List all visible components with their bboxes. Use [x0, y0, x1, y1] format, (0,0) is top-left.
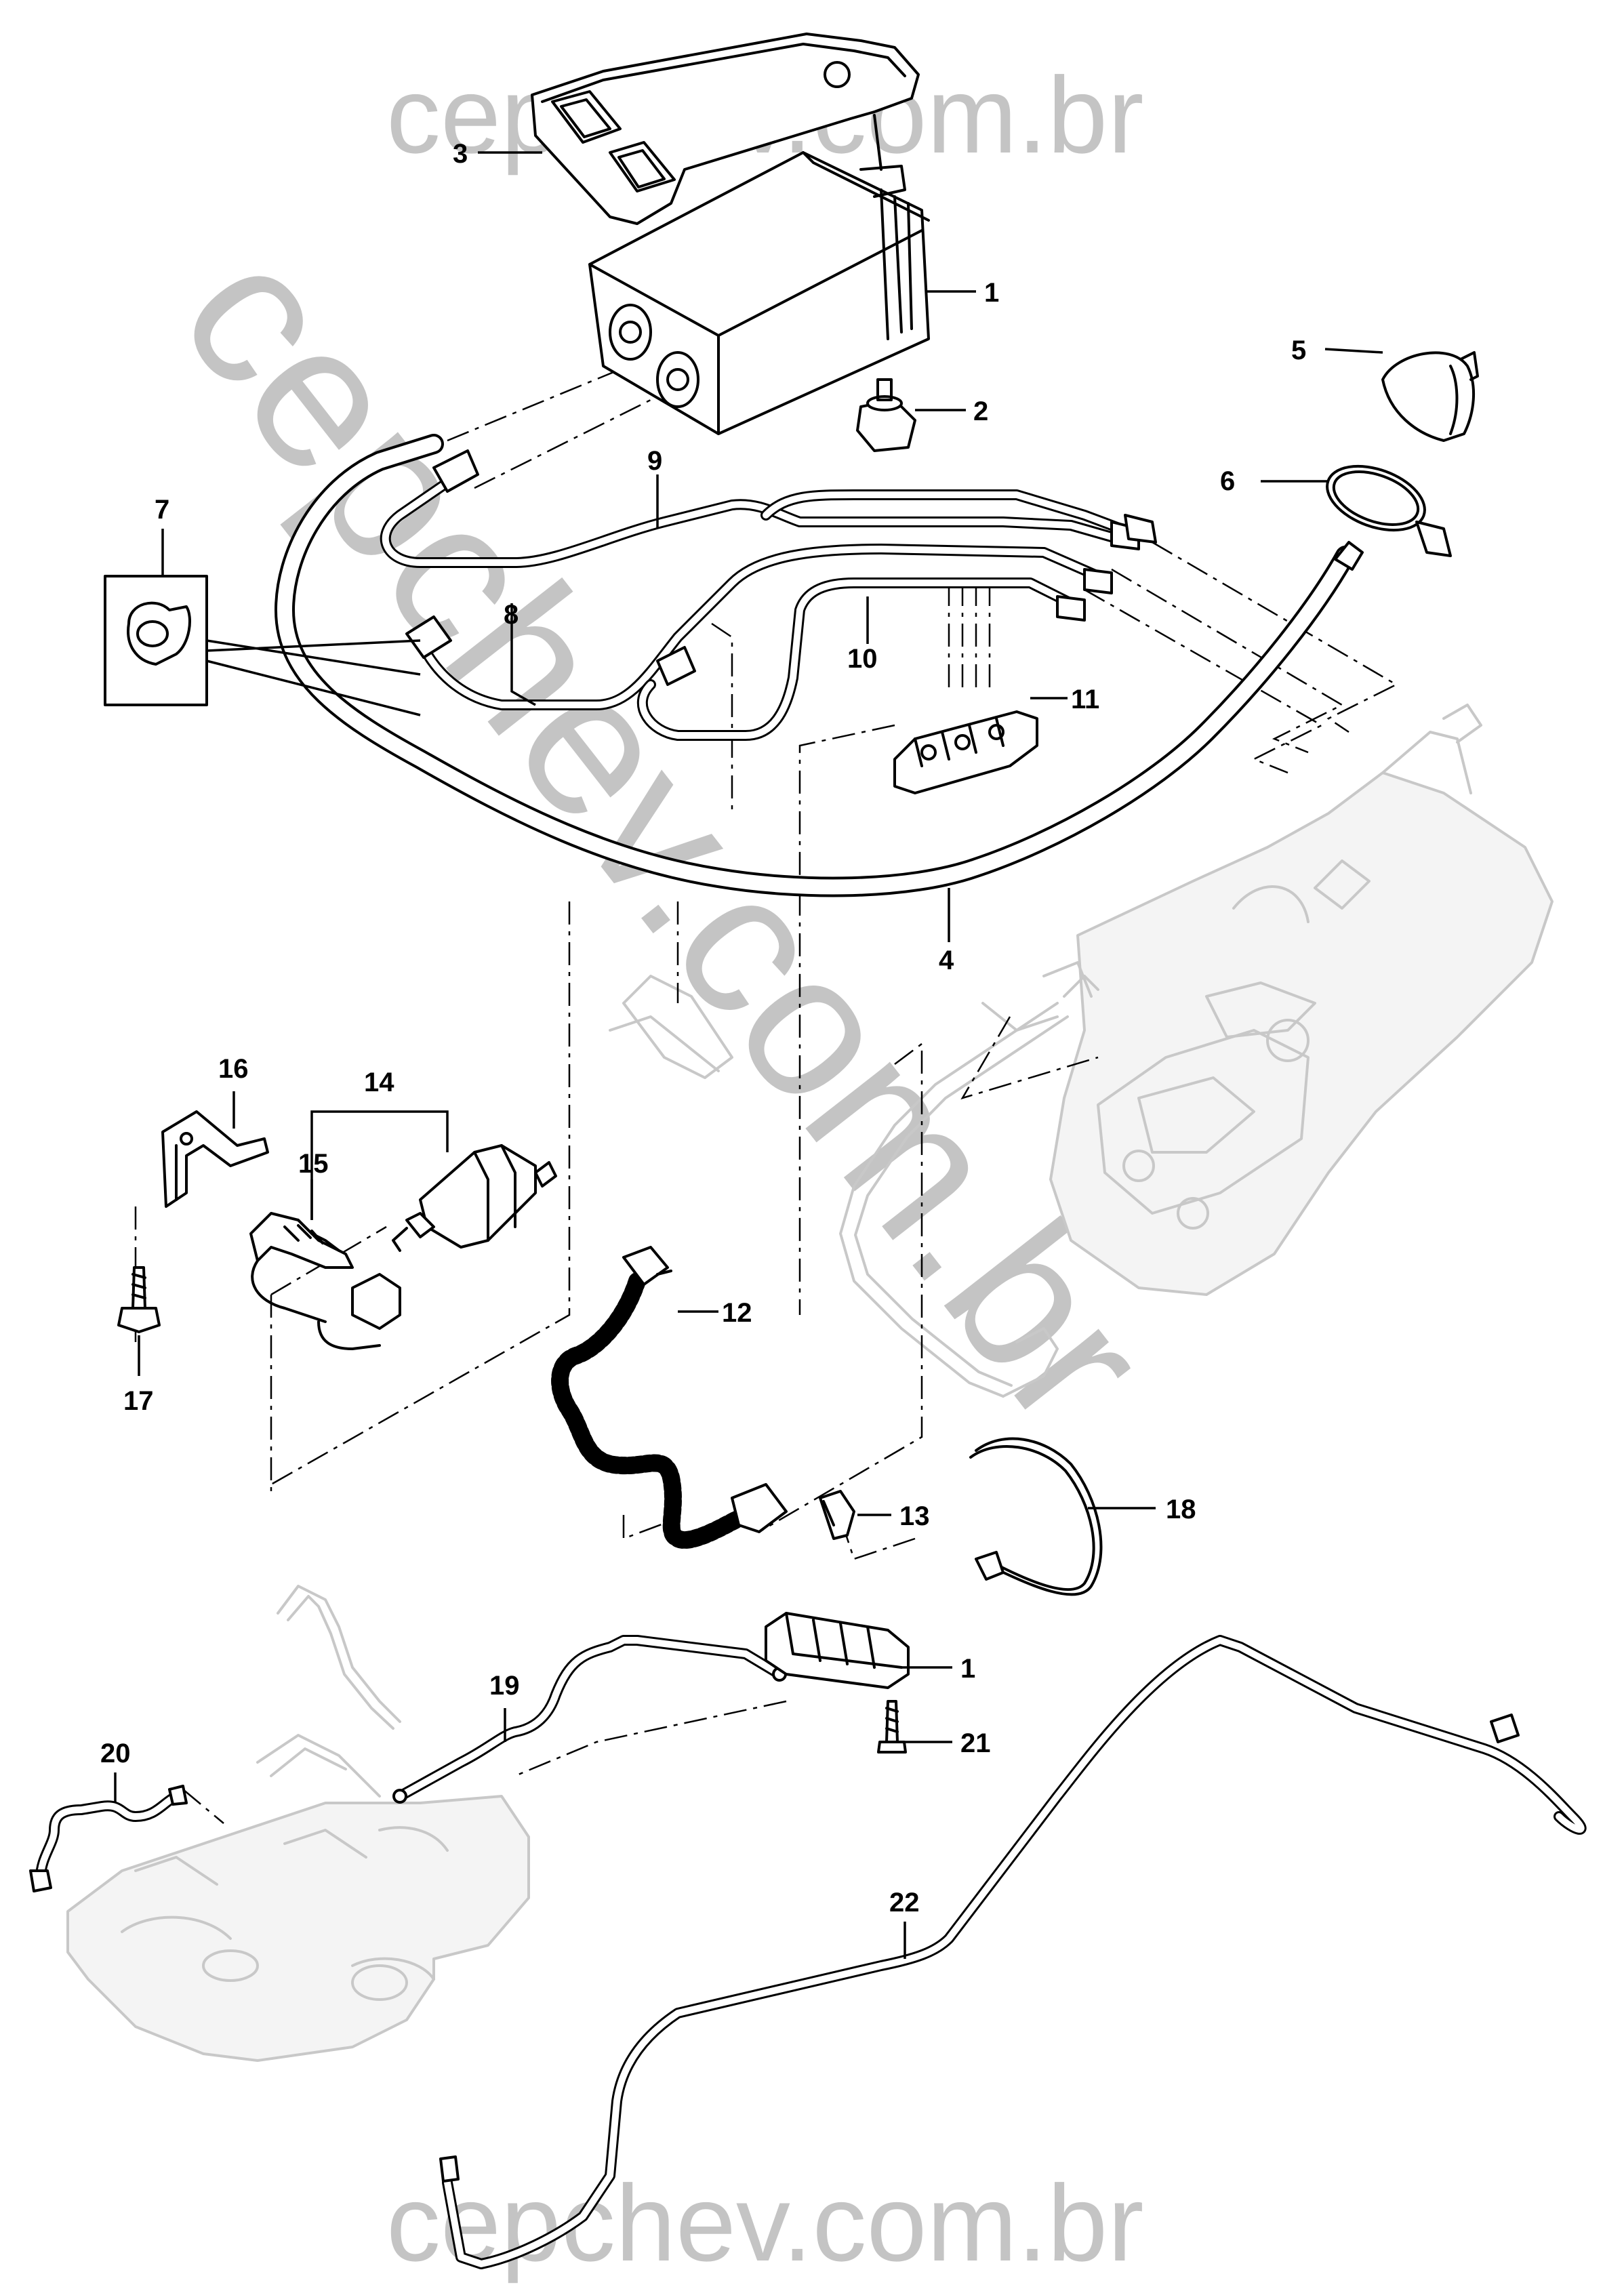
callout-15-clamp: 15 — [298, 1149, 329, 1179]
callout-4-vent-hose: 4 — [939, 946, 954, 975]
clip-part-13 — [819, 1490, 855, 1540]
callout-13-clip: 13 — [899, 1501, 930, 1531]
wiring-harness-part-12 — [551, 1246, 788, 1549]
charcoal-canister-part-1 — [588, 114, 930, 435]
callout-14-filter: 14 — [364, 1068, 394, 1097]
hose-part-8 — [405, 544, 1113, 710]
callout-2-nut: 2 — [973, 397, 988, 426]
bolt-part-17 — [117, 1266, 161, 1333]
callout-9-hose: 9 — [647, 446, 662, 476]
fuel-filter-part-14 — [392, 1144, 557, 1252]
callout-21-bolt: 21 — [960, 1728, 991, 1758]
callout-22-tube: 22 — [889, 1888, 920, 1918]
callout-5-cap: 5 — [1291, 336, 1306, 365]
tube-part-22 — [439, 1635, 1587, 2269]
purge-valve-part-1 — [765, 1612, 910, 1689]
callout-19-tube: 19 — [489, 1671, 520, 1701]
tank-strap-part-18 — [969, 1437, 1103, 1596]
canister-nut-part-2 — [856, 378, 916, 452]
callout-17-bolt: 17 — [123, 1386, 154, 1416]
bolt-part-21 — [877, 1700, 907, 1753]
assembly-lines — [134, 344, 1398, 1824]
hose-part-10 — [636, 577, 1086, 741]
hose-clip-part-7 — [104, 575, 208, 706]
filter-bracket-part-16 — [161, 1110, 269, 1208]
callout-12-harness: 12 — [722, 1298, 752, 1328]
filler-cap-part-5 — [1381, 351, 1479, 442]
hose-part-9 — [380, 449, 1157, 568]
hose-clamp-part-6 — [1326, 464, 1452, 557]
hose-clip-part-11 — [893, 710, 1038, 794]
callout-3-bracket: 3 — [453, 139, 468, 169]
tube-part-20 — [29, 1785, 188, 1892]
filter-clamp-part-15 — [249, 1212, 401, 1350]
callout-10-hose: 10 — [847, 644, 878, 674]
watermark-bottom: cepchev.com.br — [386, 2162, 1144, 2284]
callout-1-valve: 1 — [960, 1654, 975, 1684]
vent-hose-part-4 — [275, 434, 1364, 897]
callouts: 1 2 3 4 5 6 7 8 9 10 11 12 13 14 15 16 1… — [100, 139, 1306, 1918]
callout-1-canister: 1 — [984, 278, 999, 308]
tube-part-19 — [392, 1635, 787, 1804]
callout-6-clamp: 6 — [1220, 466, 1235, 496]
callout-8-hose: 8 — [504, 600, 519, 630]
callout-7-clip: 7 — [155, 495, 169, 525]
callout-16-bracket: 16 — [218, 1054, 249, 1084]
callout-11-clip: 11 — [1071, 685, 1099, 714]
callout-18-strap: 18 — [1166, 1495, 1196, 1524]
fuel-tank-ghost-upper — [609, 704, 1554, 1398]
leader-lines — [114, 151, 1383, 1959]
canister-bracket-part-3 — [531, 33, 920, 225]
callout-20-tube: 20 — [100, 1739, 131, 1768]
fuel-tank-ghost-lower — [66, 1585, 530, 2062]
